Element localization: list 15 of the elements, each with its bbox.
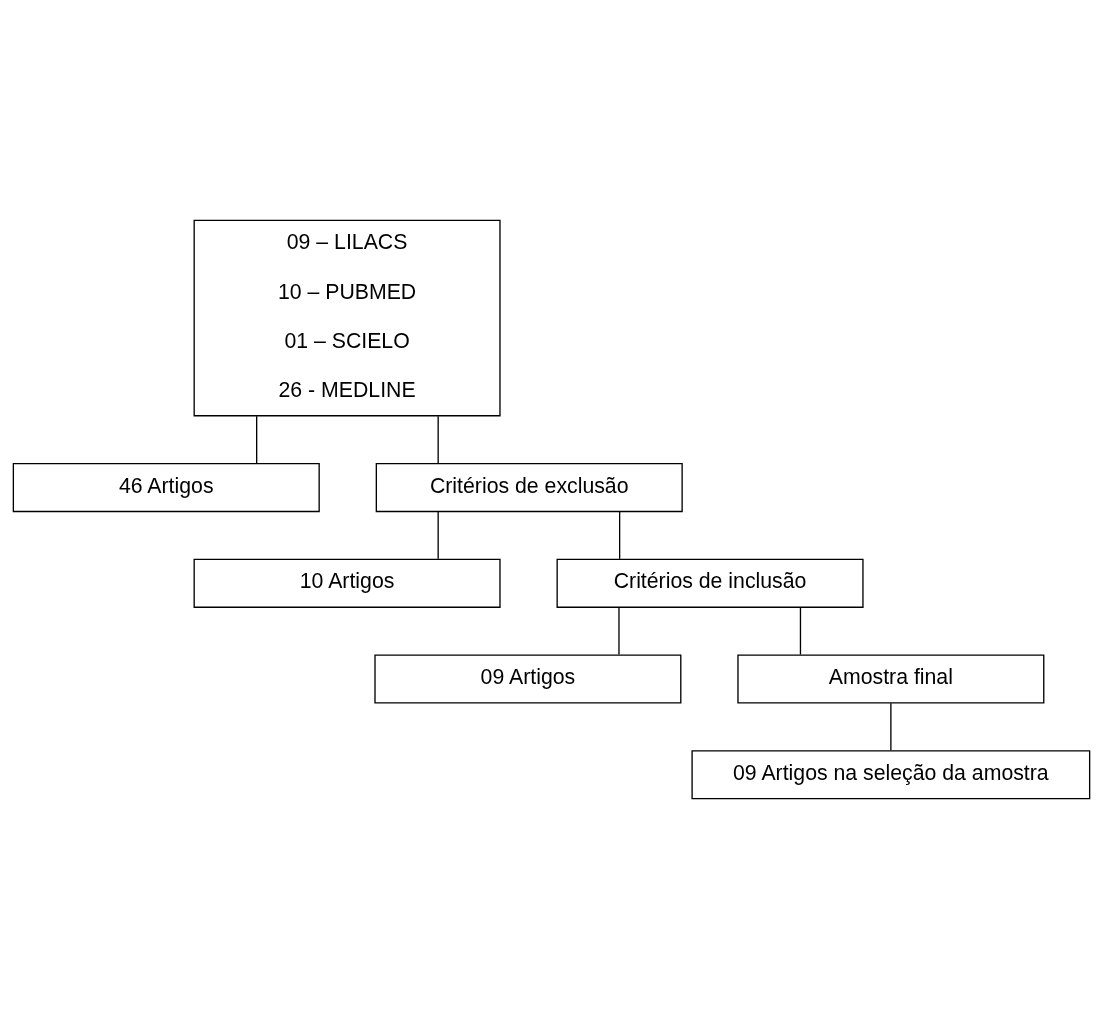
connector	[618, 606, 620, 656]
node-box: Amostra final	[737, 654, 1045, 704]
connector	[618, 511, 621, 560]
connector	[256, 415, 258, 465]
node-box: Critérios de inclusão	[556, 558, 864, 608]
node-box: 09 Artigos na seleção da amostra	[691, 750, 1091, 800]
connector	[437, 415, 439, 465]
node-box: 09 – LILACS 10 – PUBMED 01 – SCIELO 26 - MEDLINE	[193, 219, 501, 417]
connector	[799, 606, 802, 656]
connector	[890, 702, 892, 751]
node-box: 10 Artigos	[193, 558, 501, 608]
node-box: Critérios de exclusão	[375, 462, 683, 513]
connector	[437, 511, 439, 560]
node-box: 46 Artigos	[12, 462, 320, 513]
node-box: 09 Artigos	[374, 654, 682, 704]
